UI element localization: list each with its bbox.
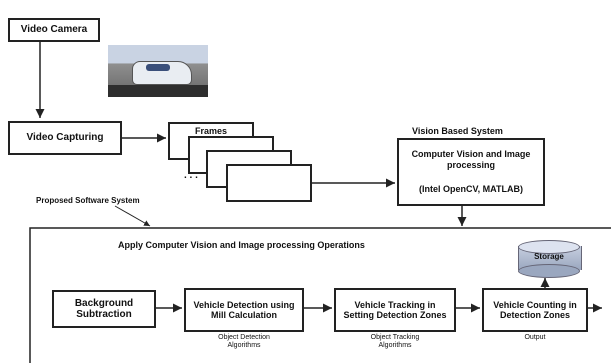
step-vehicle-detection-sub: Object Detection Algorithms	[218, 334, 270, 349]
step-vehicle-tracking: Vehicle Tracking in Setting Detection Zo…	[334, 288, 456, 332]
storage-label: Storage	[534, 252, 564, 261]
step-vehicle-tracking-sub: Object Tracking Algorithms	[370, 334, 420, 349]
step-vehicle-counting-sub: Output	[524, 334, 546, 341]
step-vehicle-counting: Vehicle Counting in Detection Zones	[482, 288, 588, 332]
step-background-subtraction: Background Subtraction	[52, 290, 156, 328]
storage-cylinder: Storage	[518, 240, 582, 278]
computer-vision-box: Computer Vision and Image processing (In…	[397, 138, 545, 206]
proposed-software-label: Proposed Software System	[36, 196, 140, 205]
frame-stack-4	[226, 164, 312, 202]
frame-dots: . . .	[184, 170, 198, 181]
apply-operations-label: Apply Computer Vision and Image processi…	[118, 240, 365, 250]
step-vehicle-detection: Vehicle Detection using Mill Calculation	[184, 288, 304, 332]
cv-box-line1: Computer Vision and Image processing	[411, 149, 531, 170]
video-capturing-box: Video Capturing	[8, 121, 122, 155]
frames-label: Frames	[194, 126, 228, 136]
video-camera-box: Video Camera	[8, 18, 100, 42]
arrow-label-to-frame	[114, 205, 151, 227]
camera-snapshot-image	[108, 45, 208, 97]
vision-system-title: Vision Based System	[412, 126, 503, 136]
cv-box-line2: (Intel OpenCV, MATLAB)	[419, 184, 523, 195]
software-system-frame	[29, 227, 611, 363]
